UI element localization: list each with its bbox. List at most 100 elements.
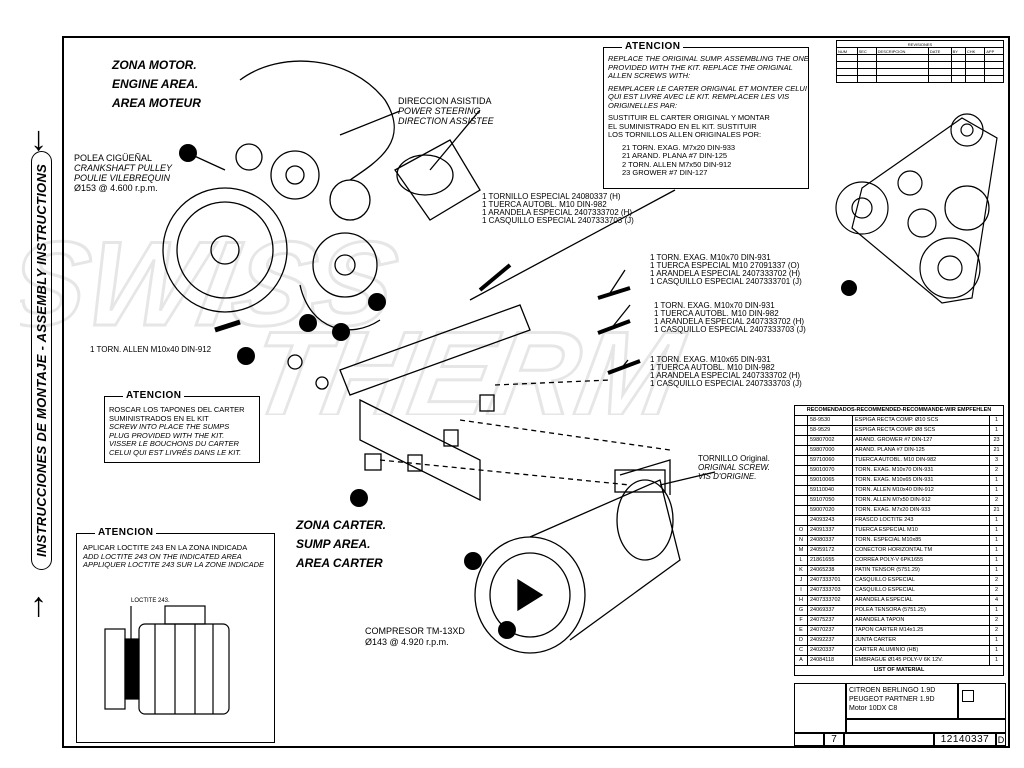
bom-code: 21861655: [807, 555, 853, 566]
bom-desc: TORN. ALLEN M10x40 DIN-912: [852, 485, 990, 496]
bom-desc: ESPIGA RECTA COMP. Ø8 SCS: [852, 425, 990, 436]
projection-icon: [794, 733, 824, 746]
label-line: 1 ARANDELA ESPECIAL 2407333702 (H): [654, 317, 805, 326]
up-arrow-icon: ↑: [30, 586, 47, 624]
bom-code: 59710060: [807, 455, 853, 466]
bom-qty: 1: [989, 645, 1004, 656]
bom-code: 24084118: [807, 655, 853, 666]
revision-header: SEC: [856, 47, 877, 55]
tensioner-pulley: [312, 232, 378, 298]
callout-dot: [841, 280, 857, 296]
callout-dot: [498, 621, 516, 639]
text-line: 21 TORN. EXAG. M7x20 DIN-933: [622, 142, 736, 152]
bom-qty: 1: [989, 635, 1004, 646]
zone-line: ENGINE AREA.: [112, 77, 199, 91]
atencion-mid-box: ATENCION ROSCAR LOS TAPONES DEL CARTER S…: [104, 390, 260, 463]
bom-qty: 1: [989, 535, 1004, 546]
special-screw: [478, 263, 512, 292]
bom-qty: 21: [989, 445, 1004, 456]
text-line: 21 ARAND. PLANA #7 DIN-125: [622, 151, 728, 160]
bom-code: 59010070: [807, 465, 853, 476]
atencion-top-box: ATENCION REPLACE THE ORIGINAL SUMP. ASSE…: [603, 41, 809, 189]
text-line: ORIGINELLES PAR:: [608, 100, 678, 110]
bom-qty: 21: [989, 505, 1004, 516]
bom-desc: TORN. ESPECIAL M10x85: [852, 535, 990, 546]
bom-qty: 1: [989, 525, 1004, 536]
text-line: REMPLACER LE CARTER ORIGINAL ET MONTER C…: [608, 83, 807, 93]
bom-qty: 1: [989, 475, 1004, 486]
text-line: PLUG PROVIDED WITH THE KIT.: [109, 430, 225, 440]
table-row: 58-9530 ESPIGA RECTA COMP. Ø10 SCS 1: [794, 415, 1004, 426]
label-line: TORNILLO Original.: [698, 454, 770, 463]
atencion-bottom-header: ATENCION: [95, 527, 157, 538]
revision-letter: D: [996, 733, 1006, 746]
label-line: 1 TUERCA AUTOBL. M10 DIN-982: [482, 200, 607, 209]
vehicle-line: PEUGEOT PARTNER 1.9D: [849, 696, 935, 703]
label-line: 1 CASQUILLO ESPECIAL 2407333703 (J): [482, 216, 634, 225]
label-line: ORIGINAL SCREW.: [698, 463, 771, 472]
bom-code: 58-9530: [807, 415, 853, 426]
bom-letter: [794, 435, 808, 446]
bom-code: 2407333701: [807, 575, 853, 586]
bom-letter: N: [794, 535, 808, 546]
belt-routing-diagram: [835, 113, 998, 304]
bom-desc: PATIN TENSOR (5751.29): [852, 565, 990, 576]
bom-desc: ARAND. GROWER #7 DIN-127: [852, 435, 990, 446]
callout-dot: [299, 314, 317, 332]
revision-header: BY: [950, 47, 966, 55]
bom-qty: 1: [989, 565, 1004, 576]
label-line: 1 TUERCA AUTOBL. M10 DIN-982: [650, 363, 775, 372]
label-line: POLEA CIGÜEÑAL: [74, 153, 153, 163]
bom-desc: JUNTA CARTER: [852, 635, 990, 646]
bracket-plate: [339, 304, 531, 396]
sidebar-title: INSTRUCCIONES DE MONTAJE - ASSEMBLY INST…: [31, 150, 52, 570]
text-line: SUSTITUIR EL CARTER ORIGINAL Y MONTAR: [608, 113, 770, 122]
label-line: Ø143 @ 4.920 r.p.m.: [365, 637, 449, 647]
text-line: ADD LOCTITE 243 ON THE INDICATED AREA: [83, 551, 242, 561]
bom-desc: EMBRAGUE Ø145 POLY-V 6K 12V.: [852, 655, 990, 666]
compressor-body: [529, 479, 681, 641]
belt-path: [851, 117, 998, 304]
bom-code: 24091337: [807, 525, 853, 536]
text-line: SCREW INTO PLACE THE SUMPS: [109, 422, 230, 431]
belt-segment: [299, 284, 381, 331]
bom-desc: TAPON CARTER M14x1.25: [852, 625, 990, 636]
bom-desc: TUERCA ESPECIAL M10: [852, 525, 990, 536]
approval-cell: [794, 683, 846, 733]
bom-code: 24069337: [807, 605, 853, 616]
engine-cover-outline: [239, 60, 395, 181]
bom-letter: [794, 445, 808, 456]
hex-screw-2: [597, 319, 631, 335]
label-line: 1 CASQUILLO ESPECIAL 2407333703 (J): [650, 379, 802, 388]
bom-code: 2407333702: [807, 595, 853, 606]
atencion-top-header: ATENCION: [622, 41, 684, 52]
bom-code: 24092237: [807, 635, 853, 646]
zone-line: AREA CARTER: [296, 556, 383, 570]
label-line: Ø153 @ 4.600 r.p.m.: [74, 183, 158, 193]
label-line: POULIE VILEBREQUIN: [74, 173, 171, 183]
bom-table: RECOMENDADOS-RECOMMENDED-RECOMMANDE-WIR …: [794, 405, 1004, 676]
bom-qty: 23: [989, 435, 1004, 446]
bom-desc: TORN. EXAG. M7x20 DIN-933: [852, 505, 990, 516]
revision-header: NUM: [836, 47, 858, 55]
text-line: QUI EST LIVRE AVEC LE KIT. REMPLACER LES…: [608, 92, 790, 101]
label-line: VIS D'ORIGINE.: [698, 472, 757, 481]
label-line: 1 TUERCA ESPECIAL M10 27091337 (O): [650, 261, 800, 270]
bom-qty: 2: [989, 625, 1004, 636]
bom-letter: [794, 495, 808, 506]
bom-letter: [794, 515, 808, 526]
bom-qty: 1: [989, 545, 1004, 556]
text-line: EL SUMINISTRADO EN EL KIT. SUSTITUIR: [608, 121, 757, 131]
compressor-label: COMPRESOR TM-13XD Ø143 @ 4.920 r.p.m.: [365, 626, 465, 648]
bom-desc: CARTER ALUMINIO (HB): [852, 645, 990, 656]
engine-zone-label: ZONA MOTOR. ENGINE AREA. AREA MOTEUR: [112, 56, 201, 113]
label-line: 1 ARANDELA ESPECIAL 2407333702 (H): [650, 371, 801, 380]
text-line: SUMINISTRADOS EN EL KIT: [109, 413, 209, 423]
